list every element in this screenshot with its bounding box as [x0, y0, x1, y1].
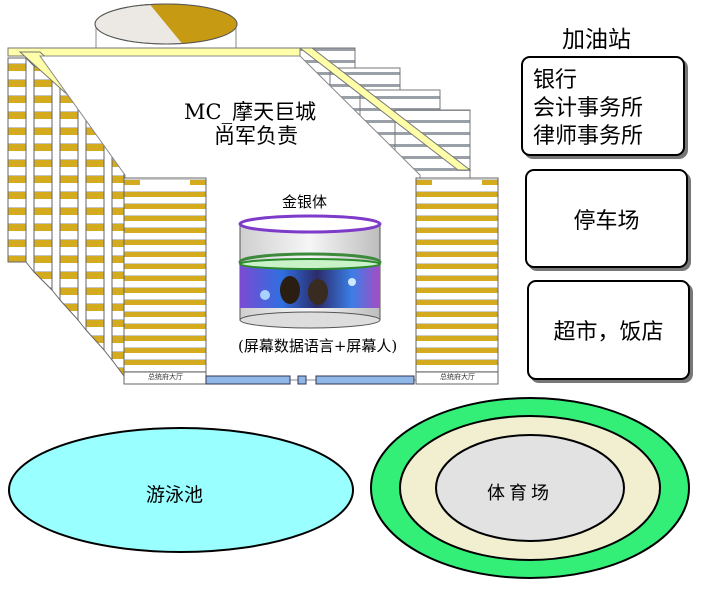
accounting-firm-label: 会计事务所: [533, 96, 644, 121]
tower-caption-left: 总统府大厅: [148, 373, 183, 381]
building-title-line2: 尚军负责: [214, 124, 298, 148]
swimming-pool: [8, 427, 354, 553]
pool-label: 游泳池: [146, 484, 204, 506]
bank-office-block: 银行 会计事务所 律师事务所: [521, 56, 685, 156]
golden-silver-dome: [238, 214, 382, 329]
supermarket-restaurant: 超市，饭店: [527, 280, 690, 380]
law-firm-label: 律师事务所: [533, 124, 644, 149]
parking-label: 停车场: [573, 209, 640, 234]
supermarket-label: 超市，饭店: [553, 320, 664, 345]
entrance-doors: [205, 375, 415, 385]
gas-station-label: 加油站: [562, 27, 631, 53]
building-title-line1: MC_摩天巨城: [184, 100, 317, 124]
front-tower-right: [415, 177, 499, 385]
screen-caption: (屏幕数据语言+屏幕人): [238, 337, 398, 355]
stadium: [370, 397, 690, 579]
front-tower-left: [123, 177, 207, 385]
dome-label: 金银体: [282, 193, 328, 211]
bank-label: 银行: [533, 68, 578, 93]
stadium-label: 体育场: [487, 483, 553, 504]
parking-lot: 停车场: [525, 169, 688, 268]
tower-caption-right: 总统府大厅: [440, 373, 475, 381]
